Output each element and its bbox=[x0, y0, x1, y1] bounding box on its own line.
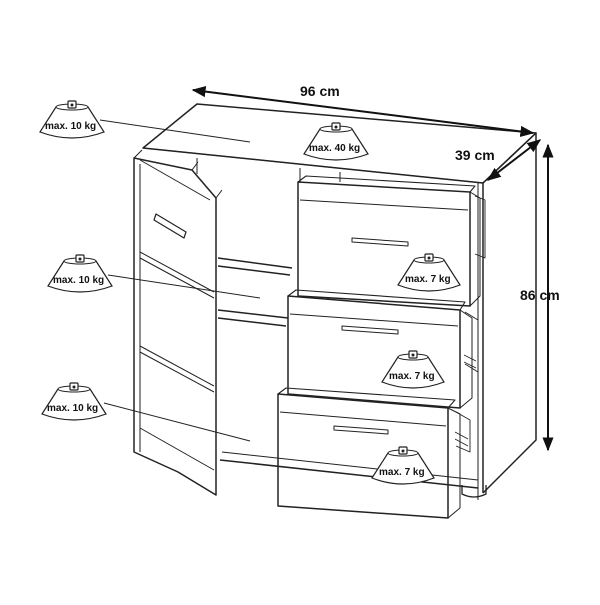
weight-icon-drawer-middle: max. 7 kg bbox=[381, 350, 445, 389]
right-side-panel bbox=[482, 132, 537, 494]
weight-label: max. 10 kg bbox=[45, 121, 96, 132]
door bbox=[133, 157, 217, 496]
depth-dimension-line bbox=[486, 139, 542, 181]
weight-label: max. 7 kg bbox=[379, 467, 425, 478]
door-handle bbox=[153, 213, 187, 239]
width-label: 96 cm bbox=[300, 83, 340, 99]
weight-icon-shelf-middle: max. 10 kg bbox=[47, 254, 113, 293]
depth-label: 39 cm bbox=[455, 147, 495, 163]
height-label: 86 cm bbox=[520, 287, 560, 303]
drawer-top bbox=[297, 175, 486, 307]
weight-icon-shelf-bottom: max. 10 kg bbox=[41, 382, 107, 421]
weight-icon-top-surface: max. 40 kg bbox=[303, 122, 369, 161]
weight-label: max. 10 kg bbox=[53, 275, 104, 286]
drawer-bottom bbox=[277, 387, 471, 519]
shelf-lower bbox=[217, 309, 289, 327]
foot bbox=[461, 485, 487, 498]
weight-label: max. 40 kg bbox=[309, 143, 360, 154]
weight-icon-drawer-top: max. 7 kg bbox=[397, 253, 461, 292]
weight-icon-drawer-bottom: max. 7 kg bbox=[371, 446, 435, 485]
weight-icon-shelf-top: max. 10 kg bbox=[39, 100, 105, 139]
weight-label: max. 7 kg bbox=[405, 274, 451, 285]
weight-label: max. 7 kg bbox=[389, 371, 435, 382]
shelf-middle bbox=[217, 257, 293, 276]
drawer-middle bbox=[287, 289, 479, 409]
width-dimension-line bbox=[191, 86, 535, 137]
weight-label: max. 10 kg bbox=[47, 403, 98, 414]
